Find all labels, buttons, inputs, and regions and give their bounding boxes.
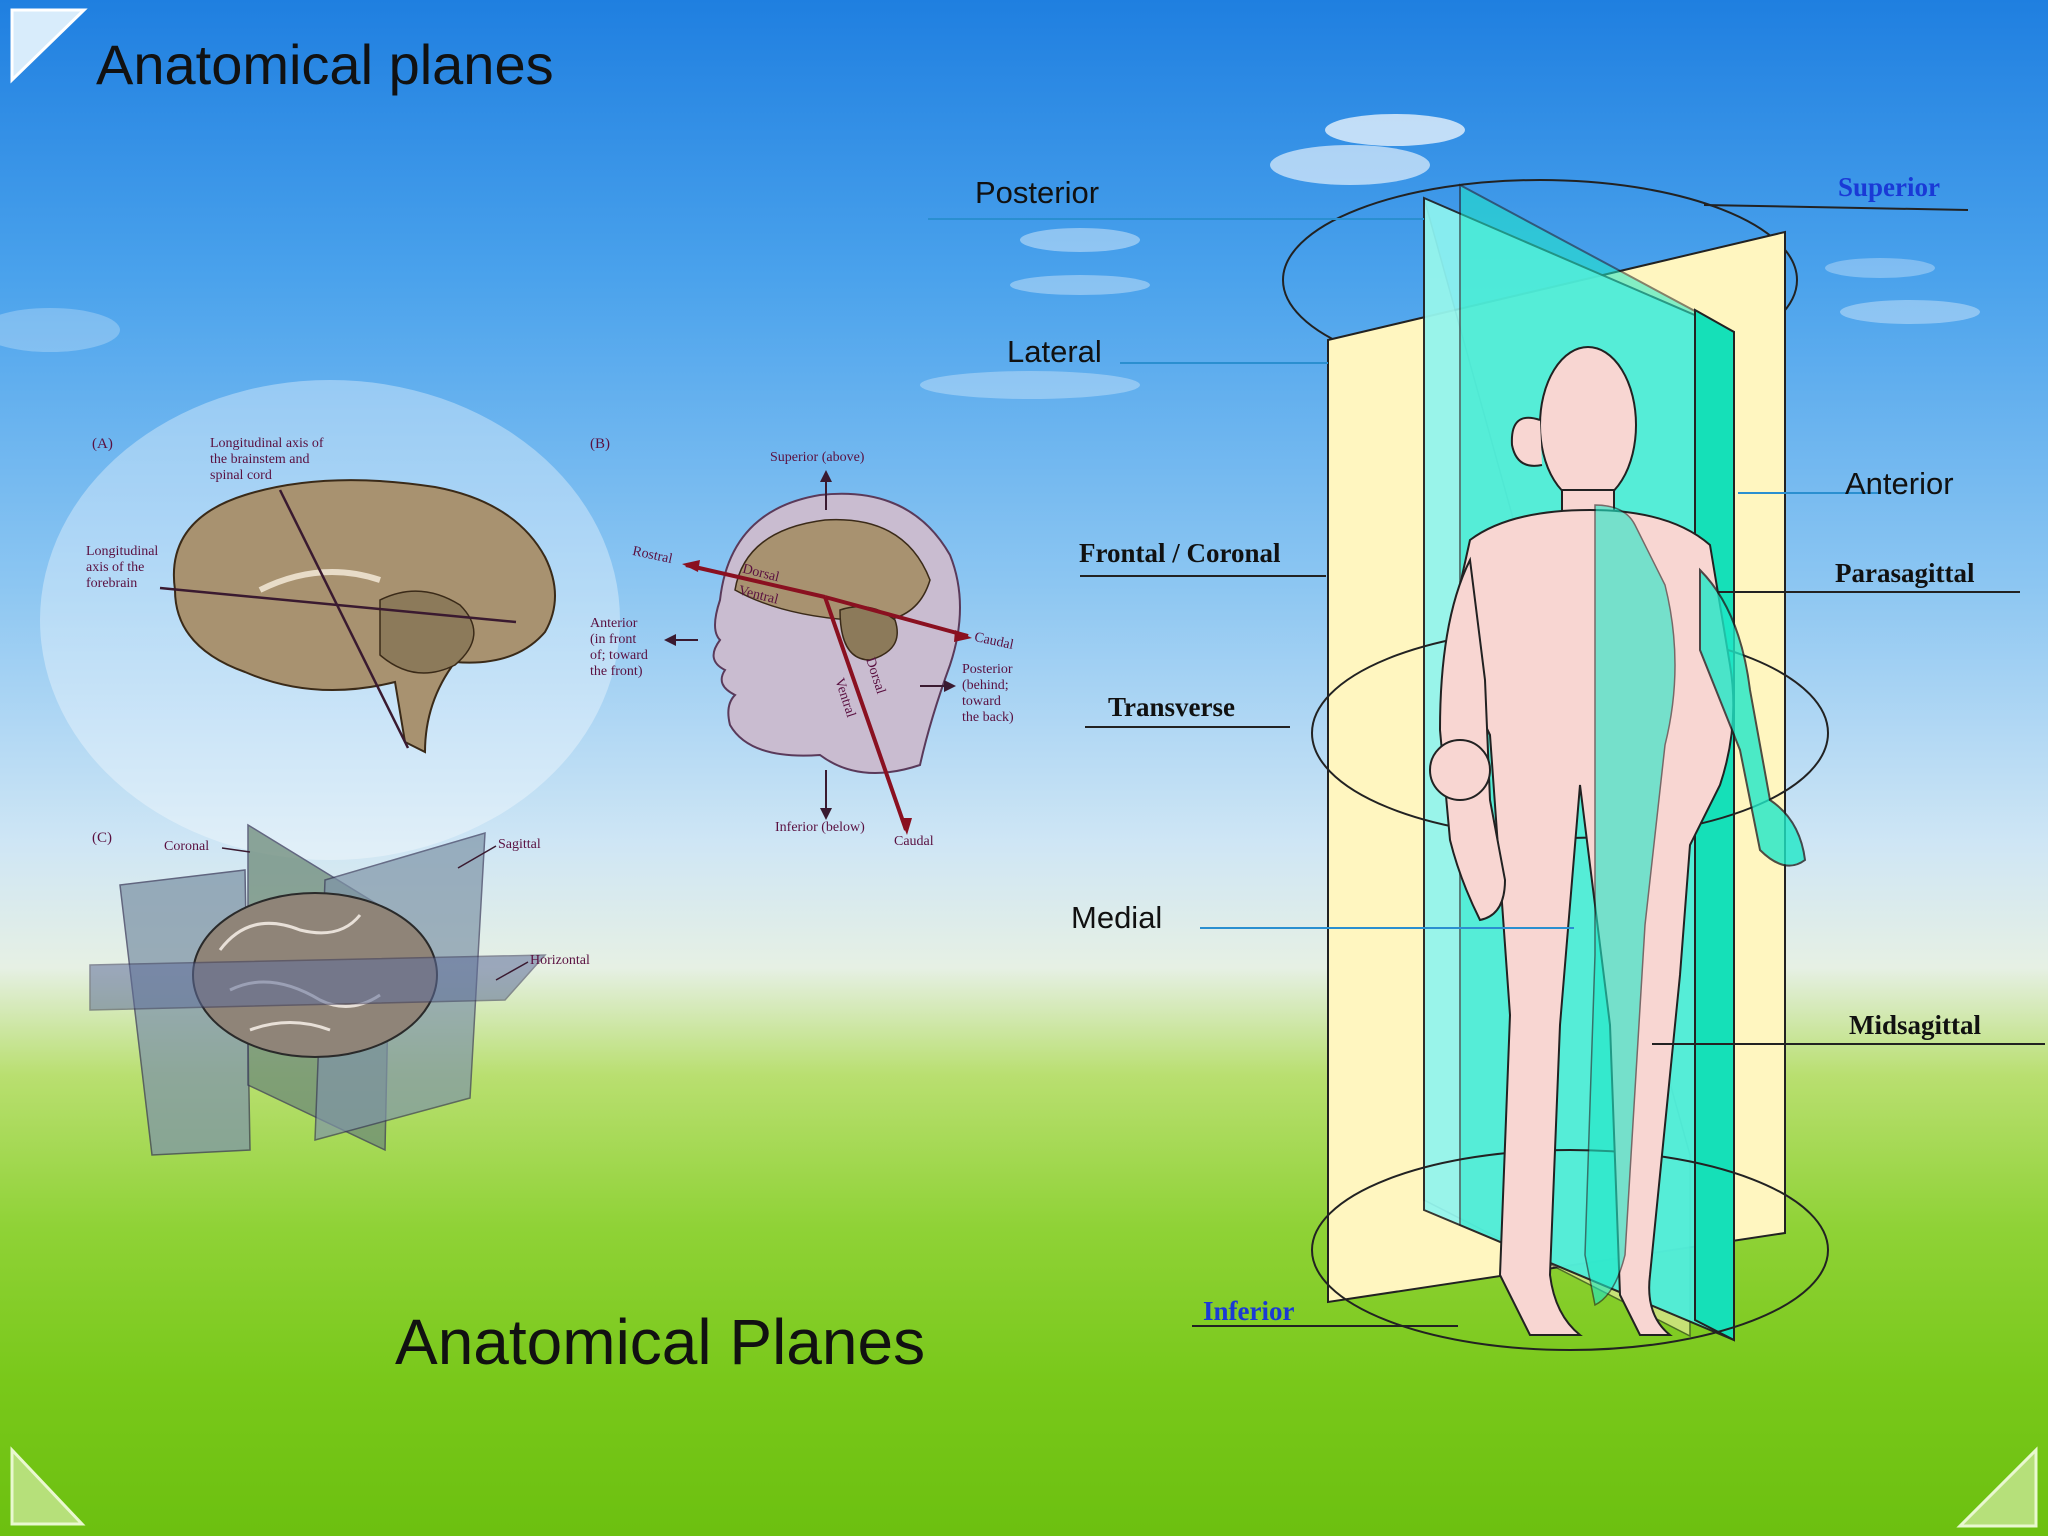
corner-triangle-bottom-right [1956, 1446, 2038, 1528]
text-line: Posterior [962, 662, 1013, 677]
text-line: (behind; [962, 678, 1009, 693]
panel-b-inferior-label: Inferior (below) [775, 820, 865, 835]
panel-b-superior-label: Superior (above) [770, 450, 865, 465]
panel-c-coronal-label: Coronal [164, 839, 210, 854]
text-line: of; toward [590, 648, 648, 663]
text-line: (in front [590, 632, 637, 647]
label-frontal-coronal: Frontal / Coronal [1079, 538, 1281, 568]
inferior-transverse-ring [1311, 1149, 1829, 1351]
text-line: Longitudinal axis of [210, 436, 324, 451]
text-line: the brainstem and [210, 452, 310, 467]
corner-triangle-top-left [10, 8, 88, 84]
panel-c-sagittal-label: Sagittal [498, 837, 541, 852]
text-line: Anterior [590, 616, 638, 631]
panel-a-brainstem-axis-label: Longitudinal axis of the brainstem and s… [210, 436, 324, 484]
leader-lines [928, 204, 2045, 1327]
text-line: toward [962, 694, 1001, 709]
slide-title: Anatomical planes [96, 33, 554, 96]
label-transverse: Transverse [1108, 692, 1235, 722]
label-medial: Medial [1071, 900, 1163, 935]
panel-c-horizontal-label: Horizontal [530, 953, 590, 968]
label-posterior: Posterior [975, 175, 1100, 210]
text-line: the front) [590, 664, 643, 679]
label-superior: Superior [1838, 172, 1941, 202]
brain-panel-a-drawing [159, 479, 556, 754]
label-midsagittal: Midsagittal [1849, 1010, 1981, 1040]
label-lateral: Lateral [1007, 334, 1102, 369]
text-line: spinal cord [210, 468, 272, 483]
text-line: Longitudinal [86, 544, 159, 559]
text-line: the back) [962, 710, 1014, 725]
figure-sagittal-overlay [1584, 504, 1676, 1307]
label-anterior: Anterior [1845, 466, 1954, 501]
panel-c-tag: (C) [92, 830, 112, 846]
panel-b-caudal-bottom-label: Caudal [894, 834, 934, 849]
brain-panel-c-drawing [89, 823, 547, 1156]
label-parasagittal: Parasagittal [1835, 558, 1975, 588]
panel-b-posterior-label: Posterior (behind; toward the back) [962, 662, 1014, 726]
brain-panel-b-drawing [664, 470, 972, 835]
corner-triangle-bottom-left [10, 1446, 86, 1526]
panel-a-tag: (A) [92, 436, 113, 452]
panel-b-tag: (B) [590, 436, 610, 452]
slide-subtitle: Anatomical Planes [395, 1306, 926, 1378]
text-line: axis of the [86, 560, 145, 575]
text-line: forebrain [86, 576, 138, 591]
panel-a-forebrain-axis-label: Longitudinal axis of the forebrain [86, 544, 158, 592]
label-inferior: Inferior [1203, 1296, 1295, 1326]
panel-b-anterior-label: Anterior (in front of; toward the front) [590, 616, 648, 680]
